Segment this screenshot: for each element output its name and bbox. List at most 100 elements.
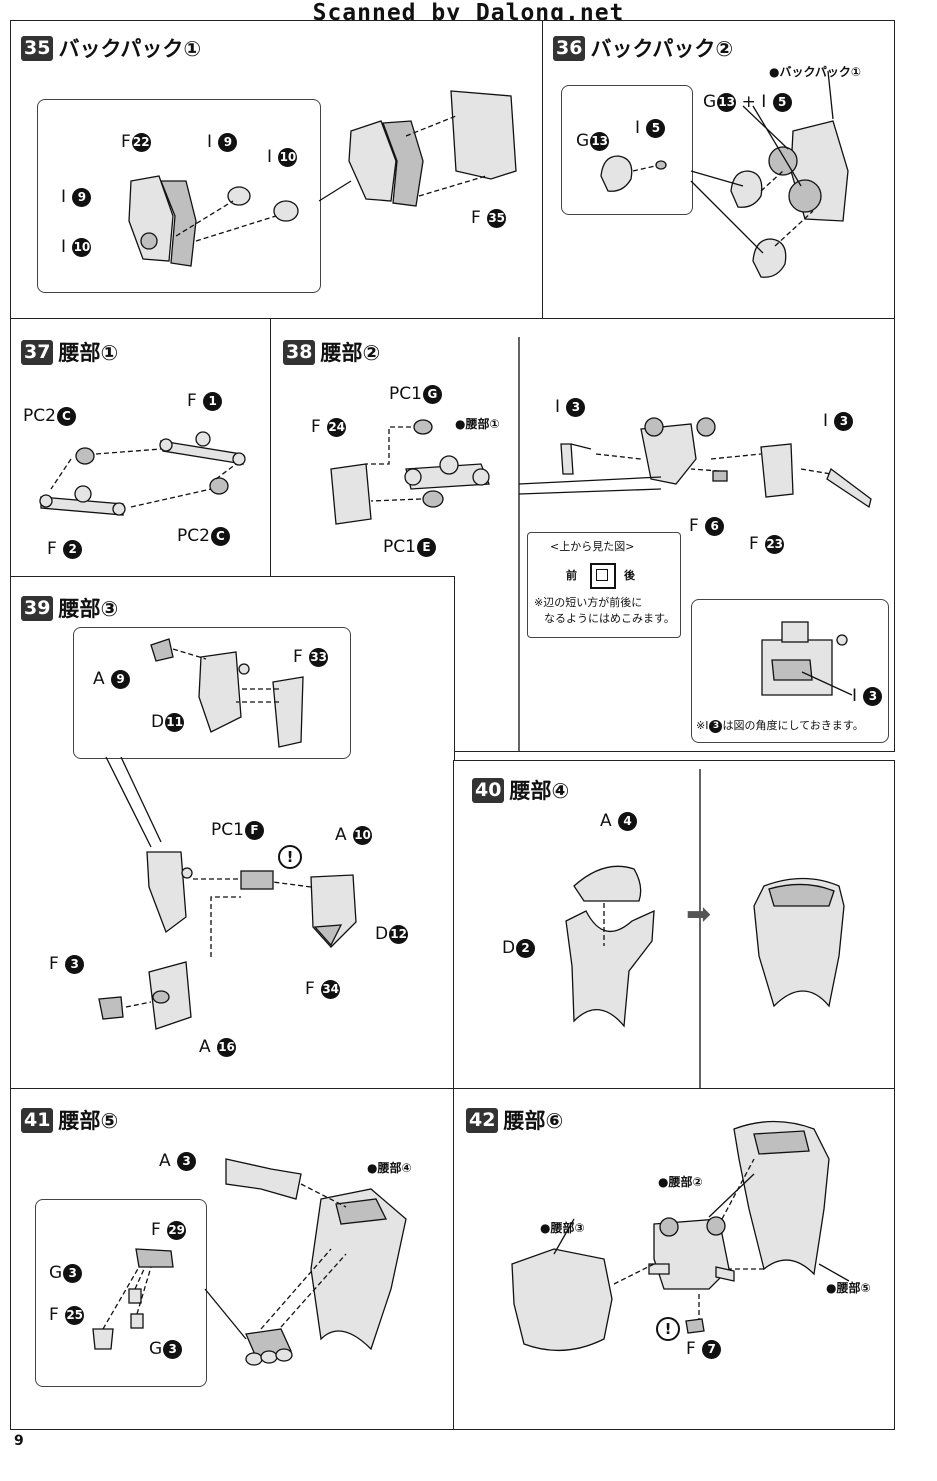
step-number: 42: [466, 1107, 499, 1133]
step-41-title: 41 腰部⑤: [21, 1105, 118, 1135]
angle-detail-drawing: [761, 621, 853, 696]
step-42-parts-drawing: [511, 1120, 850, 1352]
part-label-f2: F 2: [47, 539, 83, 559]
step-37-parts-drawing: [39, 431, 246, 516]
step-title: 腰部⑤: [58, 1109, 119, 1133]
part-label-a4: A 4: [600, 811, 638, 831]
part-label-i5: I 5: [635, 118, 666, 138]
step-title: 腰部③: [58, 597, 119, 621]
step-title: バックパック②: [590, 37, 734, 61]
step-40-title: 40 腰部④: [472, 775, 569, 805]
part-label-f6: F 6: [689, 516, 725, 536]
step-39-title: 39 腰部③: [21, 593, 118, 623]
part-label-f24: F 24: [311, 417, 347, 437]
part-label-f33: F 33: [293, 647, 329, 667]
top-view-square: [590, 563, 616, 589]
part-label-f25: F 25: [49, 1305, 85, 1325]
step-title: バックパック①: [58, 37, 202, 61]
part-label-i3-b: I 3: [823, 411, 854, 431]
next-step-arrow-icon: ➡: [686, 897, 712, 932]
step-title: 腰部①: [58, 341, 119, 365]
top-view-note-1: ※辺の短い方が前後に: [534, 596, 643, 609]
part-label-i10-b: I 10: [61, 237, 92, 257]
step-42-title: 42 腰部⑥: [466, 1105, 563, 1135]
part-label-a10: A 10: [335, 825, 373, 845]
step-36-inset: [561, 85, 693, 215]
step-39-parts-drawing: [98, 638, 357, 1030]
ref-waist-3: ●腰部③: [540, 1221, 585, 1235]
part-label-f29: F 29: [151, 1220, 187, 1240]
part-label-f1: F 1: [187, 391, 223, 411]
top-view-note-2: なるようにはめこみます。: [544, 612, 675, 625]
part-label-i10: I 10: [267, 147, 298, 167]
part-label-i9: I 9: [207, 132, 238, 152]
ref-waist-5: ●腰部⑤: [826, 1281, 871, 1295]
step-number: 41: [21, 1107, 54, 1133]
step-number: 38: [283, 339, 316, 365]
part-label-f35: F 35: [471, 208, 507, 228]
step-42-panel: 42 腰部⑥ ●腰部② ●腰部③ ●腰部⑤ ! F 7: [453, 1088, 895, 1430]
step-35-parts-drawing: [128, 90, 517, 267]
step-40-parts-drawing: [565, 769, 845, 1089]
part-label-f3: F 3: [49, 954, 85, 974]
step-41-parts-drawing: [92, 1158, 407, 1366]
top-view-title: <上から見た図>: [550, 540, 635, 553]
part-label-i3: I 3: [555, 397, 586, 417]
part-label-a16: A 16: [199, 1037, 237, 1057]
part-label-i9-b: I 9: [61, 187, 92, 207]
step-number: 35: [21, 35, 54, 61]
part-label-f34: F 34: [305, 979, 341, 999]
caution-icon: !: [278, 845, 302, 869]
ref-waist-1: ●腰部①: [455, 417, 500, 431]
step-number: 36: [553, 35, 586, 61]
step-number: 40: [472, 777, 505, 803]
page-number: 9: [14, 1433, 24, 1449]
part-label-f7: F 7: [686, 1339, 722, 1359]
ref-waist-4: ●腰部④: [367, 1161, 412, 1175]
step-title: 腰部⑥: [503, 1109, 564, 1133]
top-view-inner-square: [596, 569, 608, 581]
part-label-a3: A 3: [159, 1151, 197, 1171]
step-number: 39: [21, 595, 54, 621]
step-title: 腰部④: [509, 779, 570, 803]
ref-backpack-1: ●バックパック①: [769, 65, 862, 79]
step-38-parts-drawing: [330, 337, 872, 751]
step-35-title: 35 バックパック①: [21, 33, 201, 63]
part-label-i3-c: I 3: [852, 686, 883, 706]
step-36-title: 36 バックパック②: [553, 33, 733, 63]
step-38-title: 38 腰部②: [283, 337, 380, 367]
step-37-title: 37 腰部①: [21, 337, 118, 367]
step-number: 37: [21, 339, 54, 365]
ref-waist-2: ●腰部②: [658, 1175, 703, 1189]
step-title: 腰部②: [320, 341, 381, 365]
top-view-front: 前: [566, 569, 577, 582]
top-view-back: 後: [624, 569, 635, 582]
step-36-parts-drawing: [600, 70, 849, 278]
part-label-f23: F 23: [749, 534, 785, 554]
part-label-a9: A 9: [93, 669, 131, 689]
caution-icon: !: [656, 1317, 680, 1341]
top-view-box: <上から見た図> 前 後 ※辺の短い方が前後に なるようにはめこみます。: [527, 532, 681, 638]
